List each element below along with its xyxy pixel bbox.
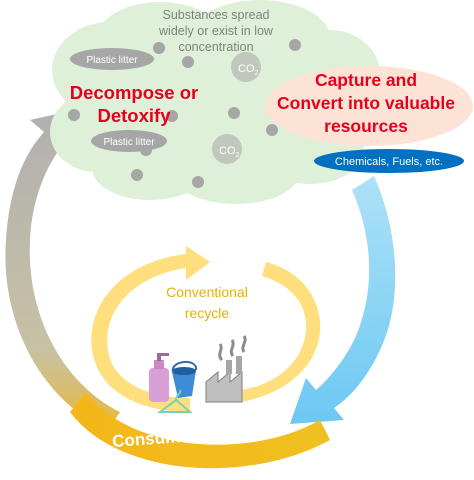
svg-text:Conventional: Conventional xyxy=(166,284,248,300)
left-cycle-arrow xyxy=(5,108,120,430)
conventional-recycle-label: Conventional recycle xyxy=(166,284,248,321)
co2-label-1: CO2 xyxy=(231,52,261,82)
cloud-top-text-line-3: concentration xyxy=(178,40,253,54)
svg-text:Detoxify: Detoxify xyxy=(98,105,172,126)
co2-label-2: CO2 xyxy=(212,134,242,164)
plastic-litter-pill-1: Plastic litter xyxy=(70,48,154,70)
plastic-litter-pill-2: Plastic litter xyxy=(91,130,167,152)
svg-text:Capture and: Capture and xyxy=(315,70,417,90)
right-cycle-arrow xyxy=(290,176,396,424)
svg-text:Convert into valuable: Convert into valuable xyxy=(277,93,455,113)
svg-text:Plastic litter: Plastic litter xyxy=(103,137,155,148)
svg-text:CO2: CO2 xyxy=(238,63,259,77)
svg-text:CO2: CO2 xyxy=(219,145,240,159)
hanger-icon xyxy=(157,389,193,413)
bottom-cycle-arrow xyxy=(70,392,330,469)
svg-text:Plastic litter: Plastic litter xyxy=(86,55,138,66)
decompose-heading: Decompose or Detoxify xyxy=(70,82,199,126)
cloud-top-text-line-2: widely or exist in low xyxy=(158,24,274,38)
svg-text:Decompose or: Decompose or xyxy=(70,82,199,103)
bucket-icon xyxy=(171,361,197,398)
chemicals-fuels-badge: Chemicals, Fuels, etc. xyxy=(314,149,464,173)
capture-convert-box: Capture and Convert into valuable resour… xyxy=(265,66,473,146)
factory-icon xyxy=(205,335,247,403)
svg-text:recycle: recycle xyxy=(185,305,230,321)
svg-text:resources: resources xyxy=(324,116,408,136)
svg-text:Chemicals, Fuels, etc.: Chemicals, Fuels, etc. xyxy=(335,156,443,168)
cloud-top-text-line-1: Substances spread xyxy=(162,8,269,22)
pump-bottle-icon xyxy=(149,353,169,402)
